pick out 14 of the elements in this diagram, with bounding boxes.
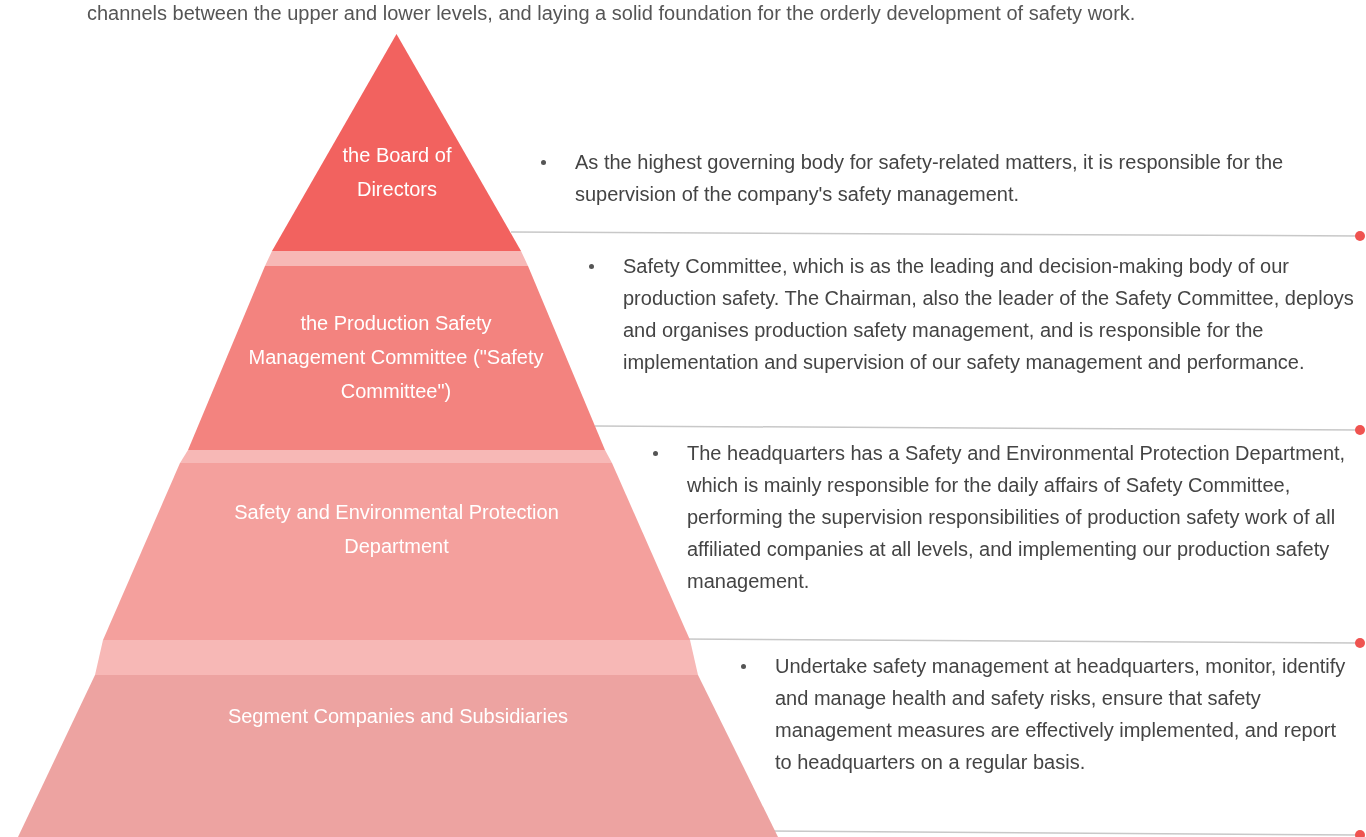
tier-label: Safety and Environmental Protection Department (233, 500, 560, 559)
description-text: Safety Committee, which is as the leading and decision-making body of our production safety. The Chairman, also the leader of the Safety Committee, deploys and organises production safety management, and is responsible for the implementation and supervision of our safety management and performance. (623, 254, 1355, 375)
tier-label: the Production Safety Management Committee ("Safety Committee") (247, 311, 545, 404)
pyramid-tier (188, 266, 605, 450)
tier-label: the Board of Directors (341, 143, 453, 202)
pyramid-tier (272, 34, 521, 251)
intro-text: channels between the upper and lower levels, and laying a solid foundation for the orderly development of safety work. (87, 1, 1137, 26)
description-text: The headquarters has a Safety and Environmental Protection Department, which is mainly responsible for the daily affairs of Safety Committee, performing the supervision responsibilities of production safety work of all affiliated companies at all levels, and implementing our production safety management. (687, 441, 1347, 594)
description-text: As the highest governing body for safety-related matters, it is responsible for the supervision of the company's safety management. (575, 150, 1285, 207)
tier-band (95, 640, 698, 675)
tier-band (265, 251, 528, 266)
description-text: Undertake safety management at headquarters, monitor, identify and manage health and safety risks, ensure that safety management measures are effectively implemented, and report to headquarters on a regular basis. (775, 654, 1347, 775)
tier-label: Segment Companies and Subsidiaries (226, 704, 570, 729)
tier-band (180, 450, 612, 463)
